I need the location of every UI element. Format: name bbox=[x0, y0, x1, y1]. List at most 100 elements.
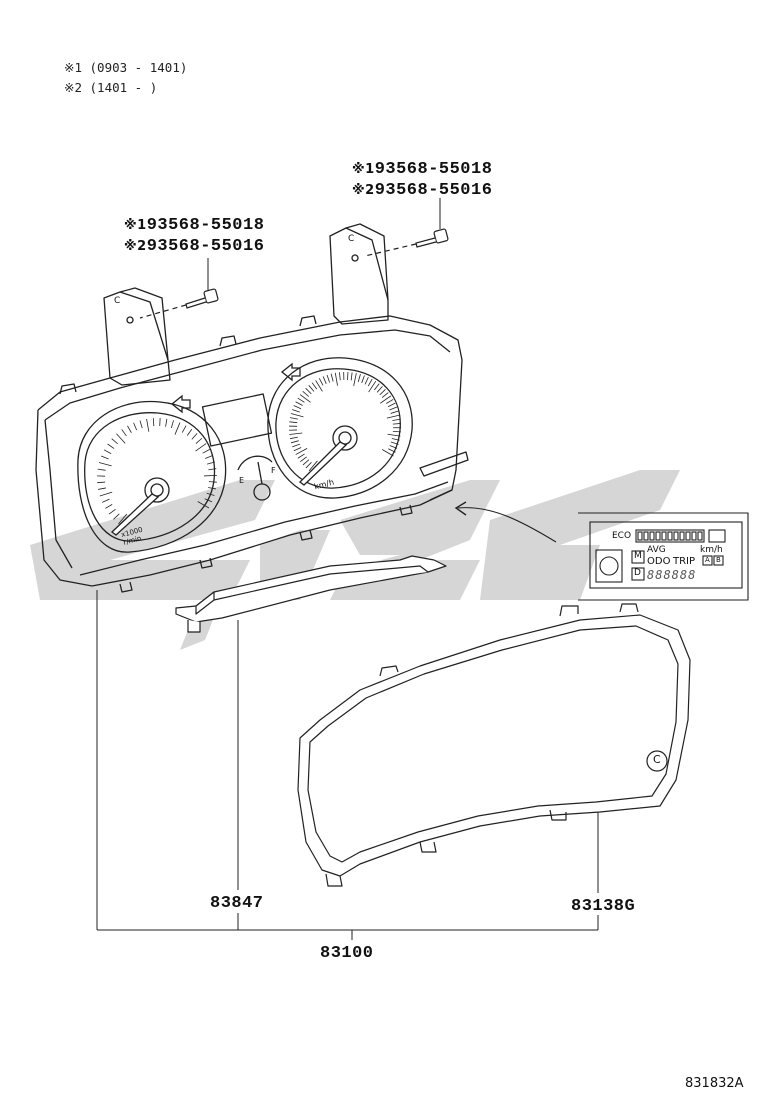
gauge-tick bbox=[322, 376, 327, 384]
speedometer-ticks bbox=[289, 372, 402, 472]
gauge-tick bbox=[108, 508, 116, 515]
watermark-logo bbox=[30, 470, 680, 650]
gauge-tick bbox=[202, 449, 210, 454]
gauge-tick bbox=[389, 406, 398, 411]
gauge-tick bbox=[186, 428, 193, 436]
note-mark-1: ※1 bbox=[64, 60, 82, 75]
gauge-tick bbox=[295, 448, 308, 455]
gauge-tick bbox=[98, 487, 107, 490]
eco-bar-segment bbox=[637, 531, 643, 541]
gauge-tick bbox=[390, 441, 399, 445]
eco-bar-segment bbox=[655, 531, 661, 541]
display-eco-label: ECO bbox=[612, 531, 632, 541]
display-m-label: M bbox=[634, 551, 642, 561]
gauge-tick bbox=[289, 432, 303, 435]
speedometer-needle bbox=[299, 441, 348, 486]
gauge-tick bbox=[386, 399, 394, 404]
tachometer-needle bbox=[110, 493, 160, 536]
gauge-tick bbox=[103, 449, 112, 454]
gauge-tick bbox=[113, 513, 120, 520]
part-number-glass[interactable]: 83138G bbox=[571, 897, 636, 916]
gauge-tick bbox=[297, 453, 305, 459]
gauge-tick bbox=[326, 374, 331, 383]
gauge-tick bbox=[206, 492, 215, 496]
gauge-tick bbox=[308, 385, 315, 392]
screw-left-callout-2[interactable]: ※293568-55016 bbox=[124, 237, 265, 256]
glass-marker-label: C bbox=[653, 753, 661, 766]
gauge-tick bbox=[203, 474, 217, 477]
fuel-empty-label: E bbox=[239, 476, 245, 485]
screw-right-part-2[interactable]: 93568-55016 bbox=[374, 181, 493, 200]
gauge-tick bbox=[387, 433, 401, 437]
display-inset bbox=[454, 501, 749, 601]
gauge-tick bbox=[208, 481, 217, 483]
eco-bar-segment bbox=[685, 531, 691, 541]
display-trip-label: TRIP bbox=[673, 556, 696, 567]
screw-right bbox=[364, 228, 449, 257]
eco-bar-segment bbox=[691, 531, 697, 541]
gauge-tick bbox=[165, 418, 168, 427]
gauge-tick bbox=[293, 405, 302, 410]
leader-lines bbox=[96, 590, 599, 940]
gauge-tick bbox=[334, 372, 338, 386]
display-odo-label: ODO bbox=[647, 556, 671, 567]
screw-right-callout-2[interactable]: ※293568-55016 bbox=[352, 181, 493, 200]
gauge-tick bbox=[374, 383, 380, 391]
gauge-tick bbox=[97, 468, 106, 471]
gauge-tick bbox=[170, 420, 174, 429]
screw-right-part-1[interactable]: 93568-55018 bbox=[374, 160, 493, 179]
gauge-tick bbox=[311, 382, 318, 390]
gauge-tick bbox=[289, 417, 298, 420]
screw-left-part-2[interactable]: 93568-55016 bbox=[146, 237, 265, 256]
fuel-full-label: F bbox=[271, 466, 276, 475]
plate-part bbox=[175, 555, 447, 633]
screw-left-part-1[interactable]: 93568-55018 bbox=[146, 216, 265, 235]
screw-left bbox=[139, 288, 219, 319]
display-kmh-label: km/h bbox=[700, 545, 723, 555]
gauge-tick bbox=[308, 460, 318, 472]
bracket-left-mark: C bbox=[114, 296, 121, 306]
gauge-tick bbox=[297, 397, 305, 403]
eco-bar-segment bbox=[679, 531, 685, 541]
gauge-tick bbox=[101, 455, 109, 460]
gauge-tick bbox=[102, 498, 110, 503]
part-number-assembly[interactable]: 83100 bbox=[320, 944, 374, 963]
eco-bar-segment bbox=[661, 531, 667, 541]
gauge-tick bbox=[290, 413, 304, 418]
gauge-tick bbox=[382, 449, 394, 457]
gauge-tick bbox=[364, 376, 369, 385]
gauge-tick bbox=[195, 443, 207, 452]
gauge-tick bbox=[318, 378, 324, 386]
display-d-label: D bbox=[634, 568, 641, 578]
screw-left-callout-1[interactable]: ※193568-55018 bbox=[124, 216, 265, 235]
gauge-tick bbox=[195, 437, 203, 444]
gauge-tick bbox=[353, 373, 357, 386]
gauge-tick bbox=[302, 390, 310, 397]
gauge-tick bbox=[368, 380, 377, 393]
gauge-tick bbox=[293, 447, 302, 452]
gauge-tick bbox=[392, 423, 401, 425]
screw-right-callout-1[interactable]: ※193568-55018 bbox=[352, 160, 493, 179]
gauge-tick bbox=[379, 395, 392, 404]
display-a-label: A bbox=[705, 556, 710, 564]
gauge-tick bbox=[330, 373, 334, 382]
gauge-tick bbox=[99, 491, 113, 497]
gauge-tick bbox=[127, 425, 132, 433]
eco-bar-segment bbox=[697, 531, 703, 541]
gauge-tick bbox=[97, 481, 106, 484]
tachometer-ticks bbox=[97, 418, 217, 525]
gauge-tick bbox=[208, 468, 217, 471]
bracket-right-mark: C bbox=[348, 234, 355, 244]
gauge-tick bbox=[292, 409, 300, 413]
gauge-tick bbox=[302, 459, 310, 466]
gauge-tick bbox=[376, 386, 383, 393]
note-row-1: ※1 (0903 - 1401) bbox=[64, 60, 187, 75]
note-range-2: (1401 - ) bbox=[89, 80, 158, 95]
gauge-tick bbox=[387, 402, 396, 408]
gauge-tick bbox=[107, 443, 115, 449]
gauge-tick bbox=[121, 429, 127, 437]
display-segment-readout: 888888 bbox=[647, 568, 697, 582]
gauge-tick bbox=[381, 392, 389, 398]
part-number-plate[interactable]: 83847 bbox=[210, 894, 264, 913]
